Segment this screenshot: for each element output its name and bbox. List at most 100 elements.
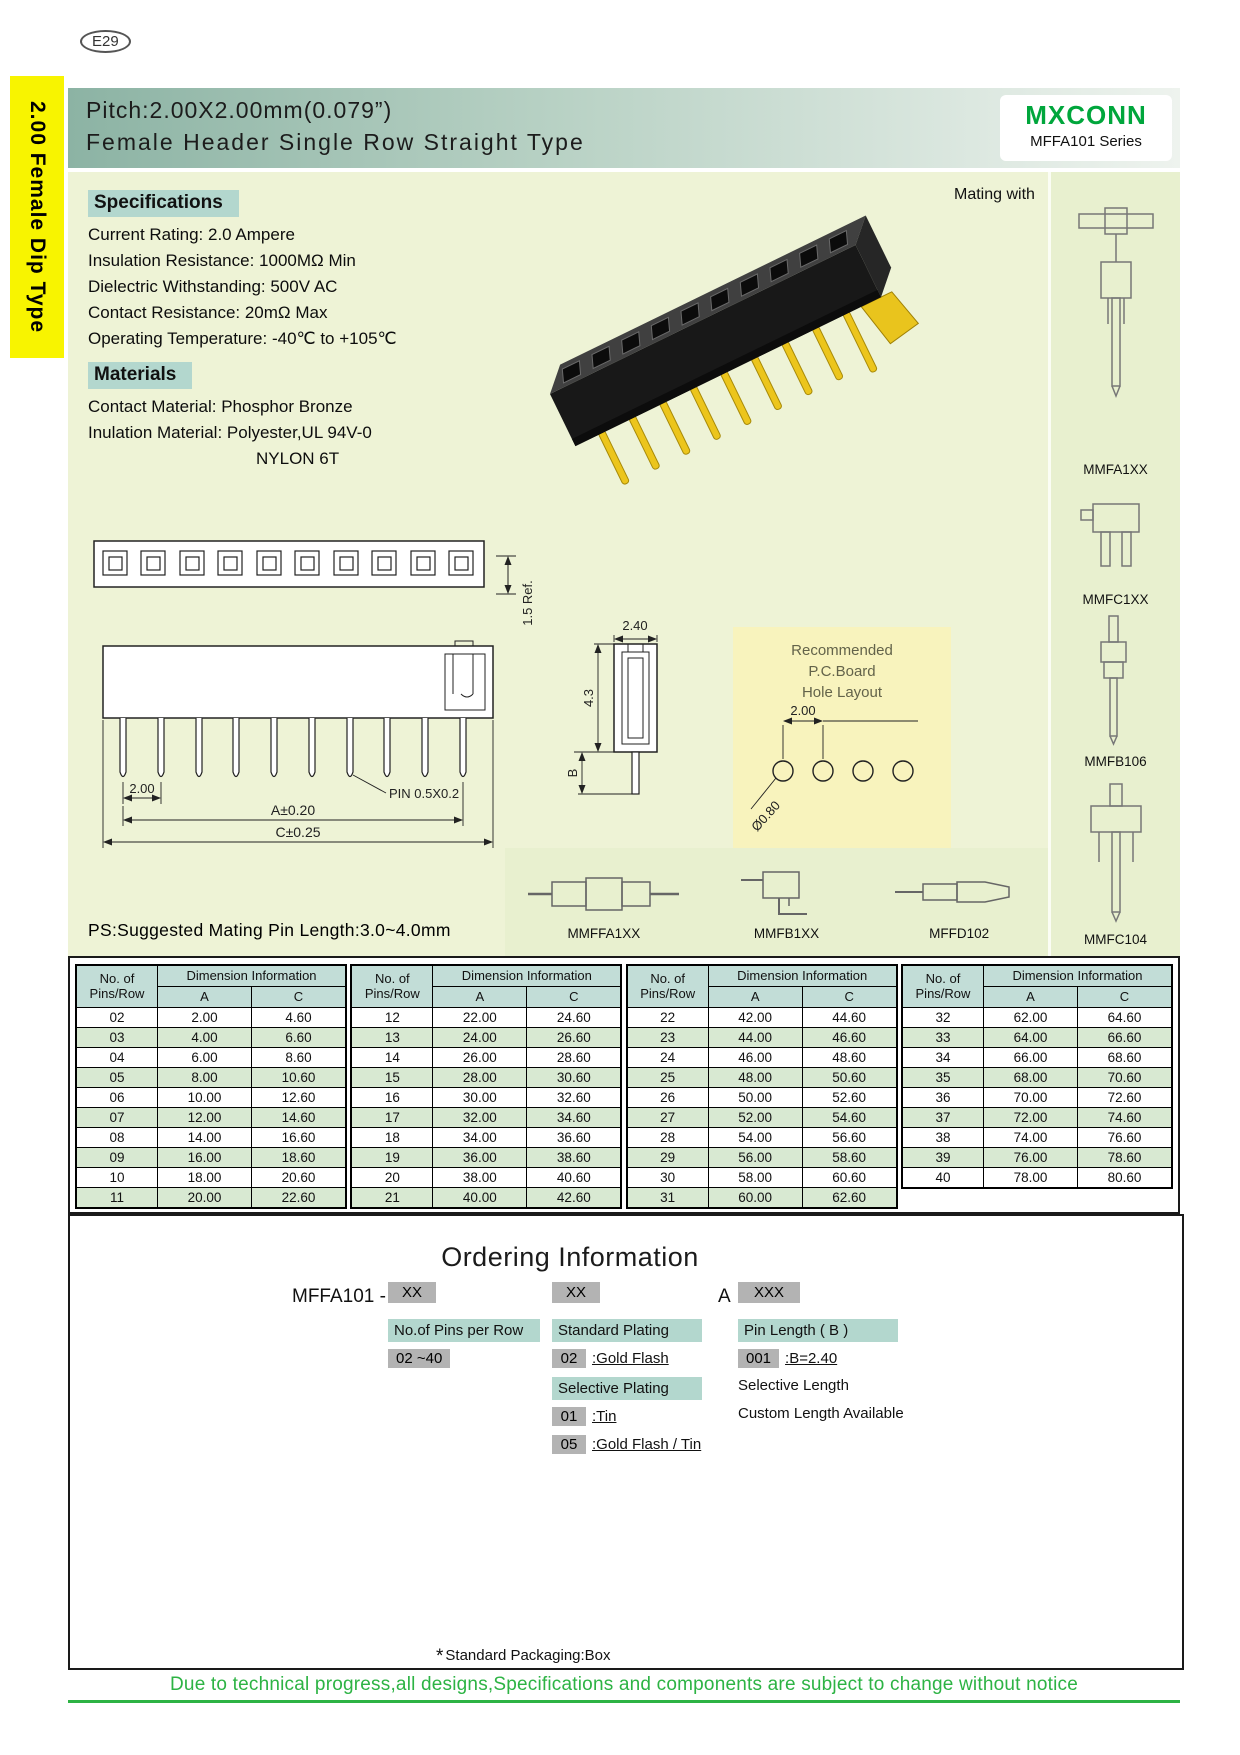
footnote-star: *: [436, 1646, 444, 1667]
pcb-title: Recommended P.C.Board Hole Layout: [733, 627, 951, 703]
side-tab-label: 2.00 Female Dip Type: [26, 100, 49, 334]
option-code-chip: 001: [738, 1349, 780, 1368]
cell-a: 66.00: [982, 1047, 1078, 1068]
option-label: :Gold Flash / Tin: [592, 1436, 702, 1453]
title-product: Female Header Single Row Straight Type: [86, 129, 585, 155]
cell-c: 6.60: [251, 1027, 347, 1048]
cell-pins: 30: [626, 1167, 709, 1188]
cell-a: 26.00: [432, 1047, 528, 1068]
cell-a: 30.00: [432, 1087, 528, 1108]
cell-c: 58.60: [801, 1147, 898, 1168]
cell-pins: 17: [350, 1107, 434, 1128]
option-code-chip: 01: [552, 1407, 586, 1426]
cell-pins: 15: [350, 1067, 434, 1088]
cell-c: 46.60: [801, 1027, 898, 1048]
cell-a: 56.00: [707, 1147, 803, 1168]
svg-text:2.00: 2.00: [790, 703, 815, 718]
cell-c: 80.60: [1076, 1167, 1173, 1189]
cell-c: 76.60: [1076, 1127, 1173, 1148]
specifications-heading: Specifications: [88, 190, 239, 217]
ordering-section: Ordering Information MFFA101 - XX XX A X…: [68, 1214, 1184, 1670]
cell-pins: 04: [75, 1047, 158, 1068]
specifications-section: Specifications Current Rating: 2.0 Amper…: [88, 190, 538, 472]
cell-pins: 25: [626, 1067, 709, 1088]
col-header-c: C: [526, 986, 622, 1008]
col-header-a: A: [157, 986, 252, 1008]
cell-c: 48.60: [801, 1047, 898, 1068]
cell-pins: 18: [350, 1127, 434, 1148]
cell-pins: 16: [350, 1087, 434, 1108]
cell-c: 54.60: [801, 1107, 898, 1128]
cell-c: 24.60: [526, 1007, 622, 1028]
col-header-c: C: [251, 986, 347, 1008]
cell-pins: 32: [901, 1007, 984, 1028]
ordering-option: 02 ~40: [388, 1349, 540, 1371]
cell-a: 4.00: [157, 1027, 252, 1048]
col-header-a: A: [982, 986, 1078, 1008]
front-view-drawing: 2.00 PIN 0.5X0.2 A±0.20 C±0.25: [102, 640, 494, 848]
ps-note: PS:Suggested Mating Pin Length:3.0~4.0mm: [88, 920, 451, 940]
cell-c: 42.60: [526, 1187, 622, 1209]
cell-a: 20.00: [157, 1187, 252, 1209]
cell-a: 62.00: [982, 1007, 1078, 1028]
footer-rule: [68, 1700, 1180, 1703]
svg-text:4.3: 4.3: [581, 689, 596, 707]
mating-part-label: MMFA1XX: [1083, 462, 1148, 477]
cell-c: 16.60: [251, 1127, 347, 1148]
cell-c: 30.60: [526, 1067, 622, 1088]
cell-c: 14.60: [251, 1107, 347, 1128]
ordering-pins-column: No.of Pins per Row 02 ~40: [388, 1319, 540, 1377]
cell-a: 12.00: [157, 1107, 252, 1128]
option-label: :Gold Flash: [592, 1350, 669, 1367]
col-header-dimension: Dimension Information: [432, 964, 622, 987]
cell-a: 78.00: [982, 1167, 1078, 1189]
brand-box: MXCONN MFFA101 Series: [1000, 95, 1172, 161]
cell-pins: 07: [75, 1107, 158, 1128]
header-bar: Pitch:2.00X2.00mm(0.079”) Female Header …: [68, 88, 1180, 168]
mmfb106-drawing: [1099, 615, 1127, 746]
mating-with-label: Mating with: [954, 186, 1035, 203]
ordering-heading: Selective Plating: [552, 1377, 702, 1400]
col-header-dimension: Dimension Information: [982, 964, 1173, 987]
pin-length-note: Selective Length: [738, 1377, 849, 1394]
col-header-dimension: Dimension Information: [707, 964, 898, 987]
mating-strip-item: MMFB1XX: [721, 864, 851, 941]
main-panel: Specifications Current Rating: 2.0 Amper…: [68, 172, 1180, 956]
cell-a: 10.00: [157, 1087, 252, 1108]
series-label: MFFA101 Series: [1030, 133, 1142, 150]
cell-c: 34.60: [526, 1107, 622, 1128]
option-code-chip: 02: [552, 1349, 586, 1368]
cell-pins: 20: [350, 1167, 434, 1188]
cell-a: 14.00: [157, 1127, 252, 1148]
cell-a: 8.00: [157, 1067, 252, 1088]
packaging-note: *Standard Packaging:Box: [436, 1646, 611, 1668]
cell-a: 34.00: [432, 1127, 528, 1148]
ordering-heading: Pin Length ( B ): [738, 1319, 898, 1342]
cell-a: 40.00: [432, 1187, 528, 1209]
spec-line: Insulation Resistance: 1000MΩ Min: [88, 251, 356, 270]
cell-c: 12.60: [251, 1087, 347, 1108]
side-tab: 2.00 Female Dip Type: [10, 76, 64, 358]
cell-c: 4.60: [251, 1007, 347, 1028]
cell-pins: 12: [350, 1007, 434, 1028]
cell-a: 6.00: [157, 1047, 252, 1068]
cell-pins: 08: [75, 1127, 158, 1148]
page-code-badge: E29: [80, 30, 131, 53]
